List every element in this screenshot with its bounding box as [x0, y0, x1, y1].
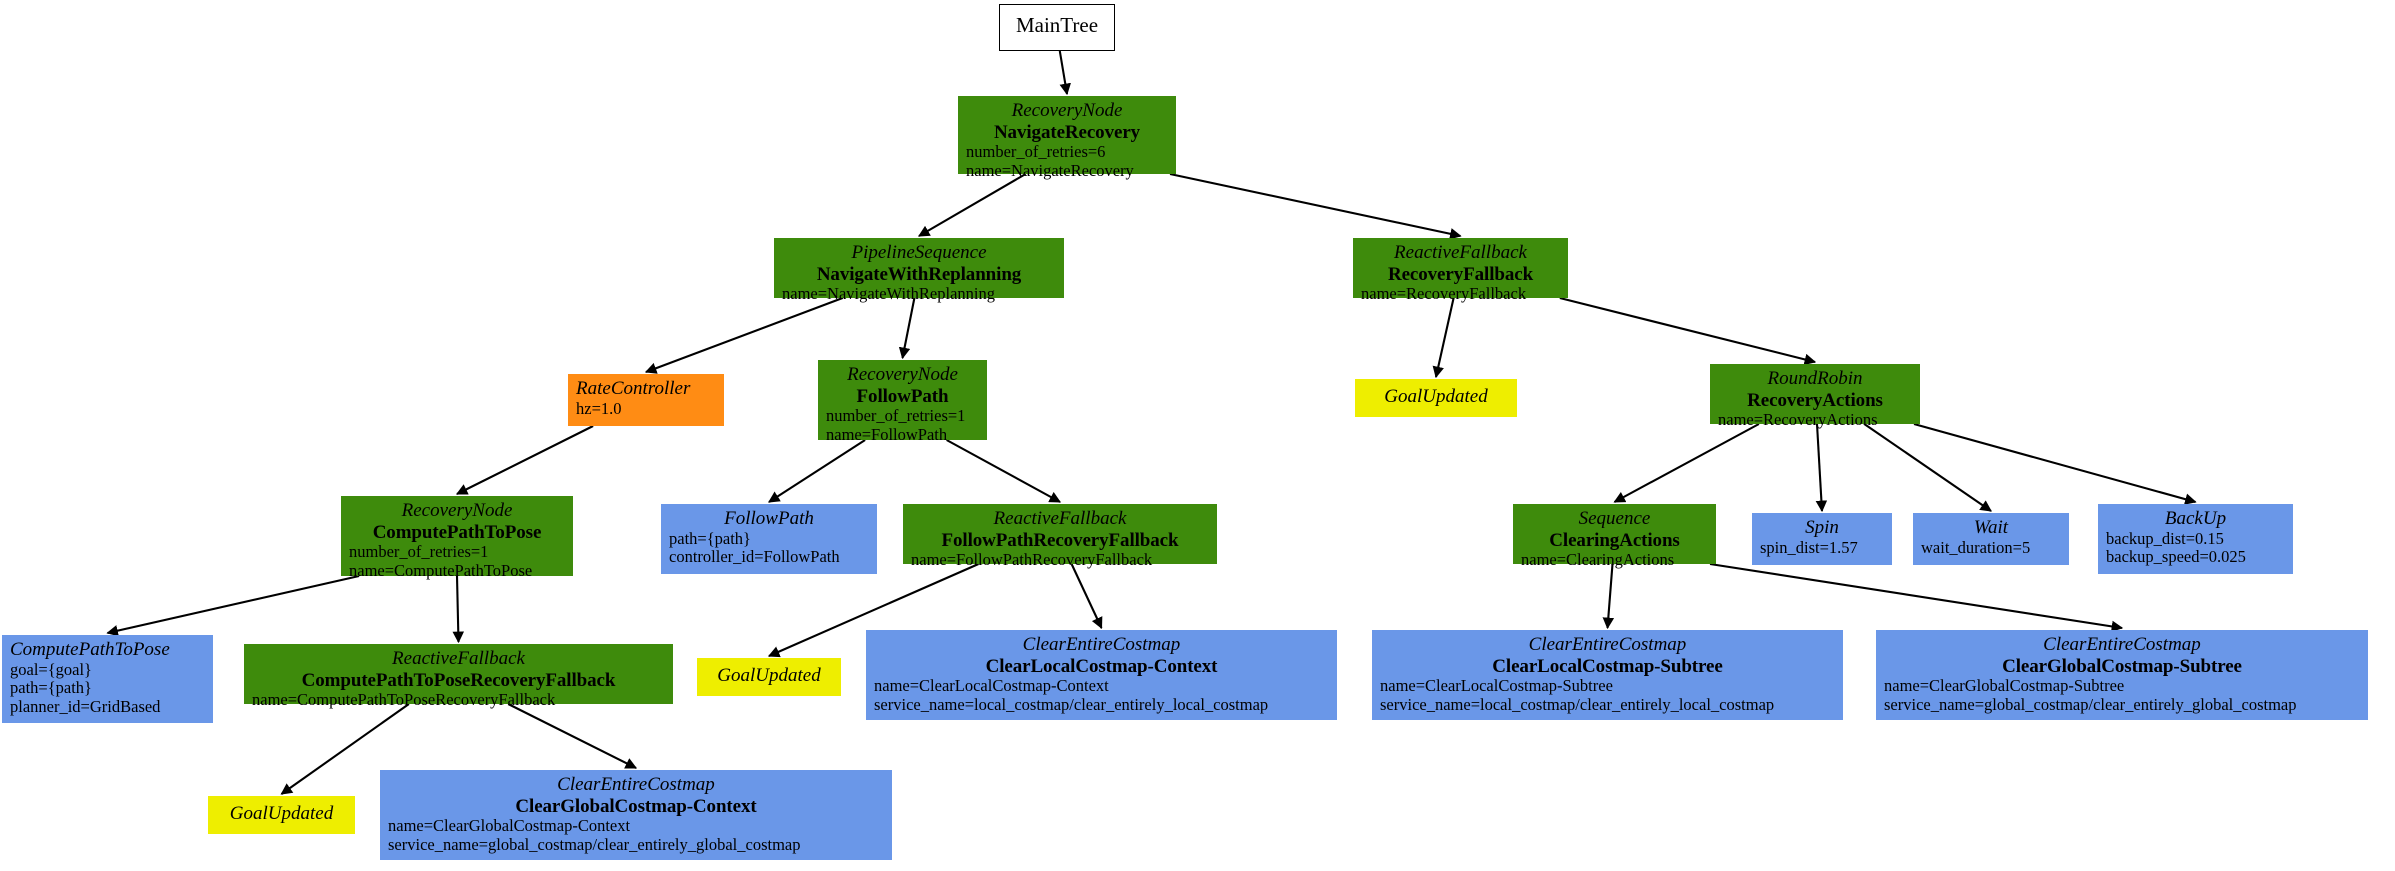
- edge-follow_path_recovery_fallback-to-clear_local_costmap_context: [1070, 563, 1103, 630]
- node-type-label: ReactiveFallback: [1394, 242, 1527, 263]
- node-params: number_of_retries=1 name=ComputePathToPo…: [349, 542, 533, 581]
- node-wait[interactable]: Wait wait_duration=5: [1913, 513, 2069, 565]
- node-params: backup_dist=0.15 backup_speed=0.025: [2106, 528, 2246, 567]
- node-type-label: ClearEntireCostmap: [2043, 634, 2201, 655]
- node-compute-path-to-pose-recovery[interactable]: RecoveryNode ComputePathToPose number_of…: [341, 496, 573, 580]
- node-type-label: ComputePathToPose: [10, 639, 170, 660]
- node-name-label: ClearLocalCostmap-Context: [985, 655, 1218, 677]
- node-type-label: RateController: [576, 378, 691, 399]
- node-follow-path-recovery-fallback[interactable]: ReactiveFallback FollowPathRecoveryFallb…: [903, 504, 1217, 569]
- edge-follow_path_recovery-to-follow_path_action: [768, 439, 866, 503]
- node-name-label: NavigateWithReplanning: [816, 263, 1022, 285]
- edge-rate_controller-to-compute_path_to_pose_recovery: [455, 425, 594, 495]
- node-compute-path-to-pose-action[interactable]: ComputePathToPose goal={goal} path={path…: [2, 635, 213, 723]
- node-params: goal={goal} path={path} planner_id=GridB…: [10, 659, 161, 717]
- node-navigate-recovery[interactable]: RecoveryNode NavigateRecovery number_of_…: [958, 96, 1176, 180]
- node-params: name=ClearGlobalCostmap-Subtree service_…: [1884, 676, 2297, 715]
- node-recovery-fallback[interactable]: ReactiveFallback RecoveryFallback name=R…: [1353, 238, 1568, 303]
- node-type-label: RecoveryNode: [401, 500, 513, 521]
- node-name-label: FollowPathRecoveryFallback: [941, 529, 1179, 551]
- edge-recovery_fallback-to-recovery_actions: [1559, 296, 1817, 366]
- edge-follow_path_recovery-to-follow_path_recovery_fallback: [946, 439, 1062, 503]
- node-goal-updated-followpath[interactable]: GoalUpdated: [697, 658, 841, 696]
- edge-recovery_actions-to-clearing_actions: [1613, 423, 1760, 503]
- node-recovery-actions[interactable]: RoundRobin RecoveryActions name=Recovery…: [1710, 364, 1920, 429]
- node-params: hz=1.0: [576, 398, 622, 418]
- node-params: name=ClearGlobalCostmap-Context service_…: [388, 816, 801, 855]
- edge-recovery_actions-to-backup: [1913, 422, 2197, 505]
- node-type-label: BackUp: [2164, 508, 2227, 529]
- node-params: name=FollowPathRecoveryFallback: [911, 550, 1153, 570]
- node-params: name=ClearLocalCostmap-Context service_n…: [874, 676, 1269, 715]
- node-type-label: Spin: [1805, 517, 1839, 538]
- node-params: name=ComputePathToPoseRecoveryFallback: [252, 690, 556, 710]
- node-name-label: ClearGlobalCostmap-Subtree: [2002, 655, 2242, 677]
- node-clear-global-costmap-subtree[interactable]: ClearEntireCostmap ClearGlobalCostmap-Su…: [1876, 630, 2368, 720]
- node-type-label: Wait: [1973, 517, 2009, 538]
- node-params: number_of_retries=1 name=FollowPath: [826, 406, 966, 445]
- node-type-label: ReactiveFallback: [993, 508, 1127, 529]
- node-follow-path-recovery[interactable]: RecoveryNode FollowPath number_of_retrie…: [818, 360, 987, 444]
- node-name-label: ComputePathToPoseRecoveryFallback: [301, 669, 616, 691]
- node-rate-controller[interactable]: RateController hz=1.0: [568, 374, 724, 426]
- node-maintree[interactable]: MainTree: [999, 4, 1115, 51]
- edge-compute_path_to_pose_recovery-to-compute_path_to_pose_recovery_fallback: [452, 575, 465, 644]
- node-clear-local-costmap-context[interactable]: ClearEntireCostmap ClearLocalCostmap-Con…: [866, 630, 1337, 720]
- node-params: name=ClearingActions: [1521, 550, 1675, 570]
- node-name-label: ClearLocalCostmap-Subtree: [1492, 655, 1723, 677]
- node-type-label: PipelineSequence: [851, 242, 987, 263]
- node-type-label: RecoveryNode: [1011, 100, 1123, 121]
- edge-compute_path_to_pose_recovery-to-compute_path_to_pose_action: [106, 574, 360, 637]
- node-type-label: ReactiveFallback: [392, 648, 525, 669]
- node-navigate-with-replanning[interactable]: PipelineSequence NavigateWithReplanning …: [774, 238, 1064, 303]
- node-type-label: GoalUpdated: [229, 803, 334, 824]
- node-type-label: ClearEntireCostmap: [557, 774, 715, 795]
- node-clearing-actions[interactable]: Sequence ClearingActions name=ClearingAc…: [1513, 504, 1716, 569]
- edge-maintree-to-navigate_recovery: [1058, 50, 1071, 96]
- edge-recovery_actions-to-spin: [1815, 423, 1828, 513]
- node-clear-global-costmap-context[interactable]: ClearEntireCostmap ClearGlobalCostmap-Co…: [380, 770, 892, 860]
- node-compute-path-to-pose-recovery-fallback[interactable]: ReactiveFallback ComputePathToPoseRecove…: [244, 644, 673, 709]
- edge-compute_path_to_pose_recovery_fallback-to-clear_global_costmap_context: [507, 703, 638, 769]
- node-type-label: FollowPath: [724, 508, 814, 529]
- node-params: path={path} controller_id=FollowPath: [669, 528, 840, 567]
- edge-navigate_recovery-to-recovery_fallback: [1169, 172, 1462, 240]
- edge-navigate_recovery-to-navigate_with_replanning: [918, 173, 1027, 237]
- node-name-label: RecoveryActions: [1747, 389, 1883, 411]
- node-follow-path-action[interactable]: FollowPath path={path} controller_id=Fol…: [661, 504, 877, 574]
- node-name-label: RecoveryFallback: [1387, 263, 1534, 285]
- node-name-label: ClearingActions: [1549, 529, 1680, 551]
- edge-navigate_with_replanning-to-rate_controller: [644, 297, 843, 374]
- node-type-label: Sequence: [1578, 508, 1651, 529]
- node-backup[interactable]: BackUp backup_dist=0.15 backup_speed=0.0…: [2098, 504, 2293, 574]
- node-spin[interactable]: Spin spin_dist=1.57: [1752, 513, 1892, 565]
- node-type-label: ClearEntireCostmap: [1022, 634, 1181, 655]
- node-params: name=RecoveryActions: [1718, 410, 1878, 430]
- node-name-label: FollowPath: [856, 385, 949, 407]
- node-type-label: RoundRobin: [1767, 368, 1863, 389]
- node-name-label: ClearGlobalCostmap-Context: [515, 795, 757, 817]
- node-type-label: GoalUpdated: [1384, 386, 1488, 407]
- edge-clearing_actions-to-clear_global_costmap_subtree: [1709, 562, 2124, 633]
- node-params: number_of_retries=6 name=NavigateRecover…: [966, 142, 1134, 181]
- node-params: name=RecoveryFallback: [1361, 284, 1527, 304]
- node-type-label: MainTree: [1015, 13, 1099, 37]
- node-type-label: RecoveryNode: [847, 364, 958, 385]
- node-type-label: GoalUpdated: [717, 665, 821, 686]
- node-type-label: ClearEntireCostmap: [1528, 634, 1687, 655]
- edge-navigate_with_replanning-to-follow_path_recovery: [898, 297, 916, 360]
- edge-clearing_actions-to-clear_local_costmap_subtree: [1602, 563, 1615, 630]
- node-goal-updated-recovery[interactable]: GoalUpdated: [1355, 379, 1517, 417]
- node-params: name=NavigateWithReplanning: [782, 284, 995, 304]
- edge-recovery_actions-to-wait: [1863, 423, 1992, 512]
- node-name-label: ComputePathToPose: [372, 521, 542, 543]
- node-params: name=ClearLocalCostmap-Subtree service_n…: [1380, 676, 1775, 715]
- node-clear-local-costmap-subtree[interactable]: ClearEntireCostmap ClearLocalCostmap-Sub…: [1372, 630, 1843, 720]
- node-params: spin_dist=1.57: [1760, 537, 1858, 557]
- edge-recovery_fallback-to-goal_updated_recovery: [1432, 297, 1455, 379]
- node-name-label: NavigateRecovery: [993, 121, 1141, 143]
- node-params: wait_duration=5: [1921, 537, 2031, 557]
- node-goal-updated-computepath[interactable]: GoalUpdated: [208, 796, 355, 834]
